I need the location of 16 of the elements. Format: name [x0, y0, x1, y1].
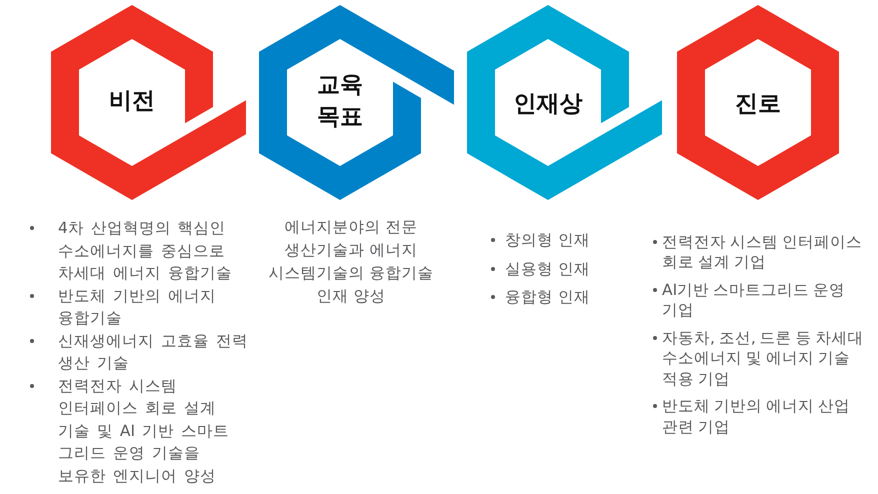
- list-item-text: 융합형 인재: [505, 287, 591, 308]
- list-item-text: 자동차, 조선, 드론 등 차세대 수소에너지 및 에너지 기술 적용 기업: [662, 328, 865, 389]
- hexagon-label: 비전: [109, 87, 155, 116]
- list-item-text: 전력전자 시스템 인터페이스 회로 설계 기술 및 AI 기반 스마트 그리드 운영 기술을 보유한 엔지니어 양성: [58, 376, 230, 486]
- list-item-text: 4차 산업혁명의 핵심인 수소에너지를 중심으로 차세대 에너지 융합기술: [58, 218, 233, 284]
- hexagon-label: 인재상: [514, 90, 582, 119]
- hexagon-label: 진로: [735, 90, 781, 119]
- list-item-text: AI기반 스마트그리드 운영 기업: [662, 280, 846, 320]
- list-item-text: 신재생에너지 고효율 전력 생산 기술: [58, 330, 249, 374]
- list-item-text: 전력전자 시스템 인터페이스 회로 설계 기업: [662, 232, 863, 272]
- hexagon-label: 교육 목표: [316, 71, 364, 132]
- description-text: 에너지분야의 전문 생산기술과 에너지 시스템기술의 융합기술 인재 양성: [268, 216, 434, 308]
- list-item-text: 반도체 기반의 에너지 융합기술: [58, 286, 217, 329]
- list-item-text: 창의형 인재: [505, 230, 591, 251]
- list-item-text: 반도체 기반의 에너지 산업 관련 기업: [662, 396, 851, 437]
- list-item-text: 실용형 인재: [505, 258, 591, 280]
